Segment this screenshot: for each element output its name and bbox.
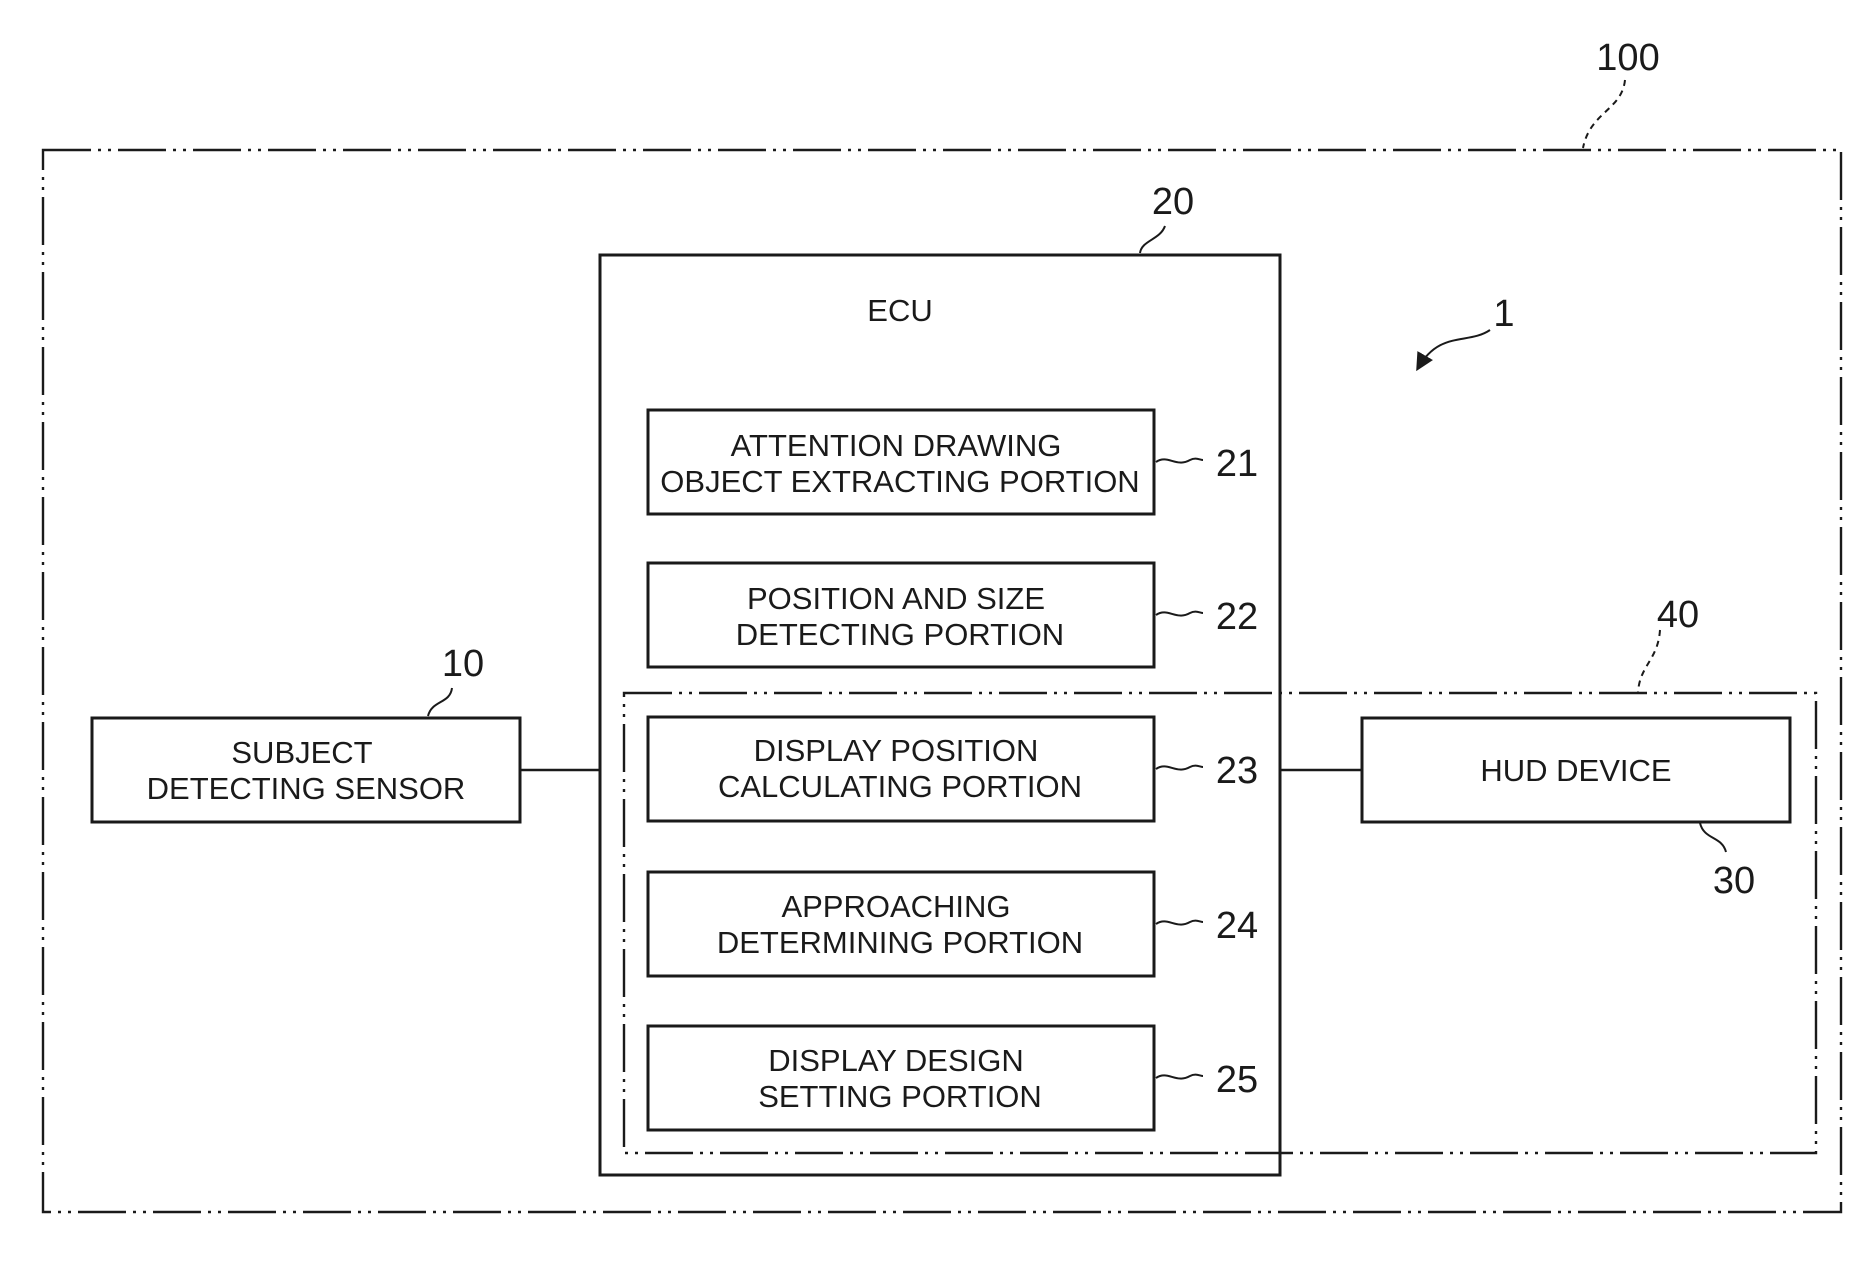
portion-23-line1: DISPLAY POSITION bbox=[754, 733, 1039, 768]
device-ref-label: 1 bbox=[1493, 293, 1514, 335]
hud-group-ref-leader bbox=[1638, 630, 1660, 692]
portion-21-ref-label: 21 bbox=[1216, 443, 1258, 485]
portion-25-ref-label: 25 bbox=[1216, 1059, 1258, 1101]
sensor-box bbox=[92, 718, 520, 822]
hud-label: HUD DEVICE bbox=[1480, 753, 1671, 788]
ecu-ref-label: 20 bbox=[1152, 181, 1194, 223]
portion-22-ref-label: 22 bbox=[1216, 596, 1258, 638]
portion-24-ref-label: 24 bbox=[1216, 905, 1258, 947]
system-ref-label: 100 bbox=[1596, 37, 1659, 79]
sensor-line2: DETECTING SENSOR bbox=[147, 771, 466, 806]
hud-ref-label: 30 bbox=[1713, 860, 1755, 902]
sensor-ref-label: 10 bbox=[442, 643, 484, 685]
portion-21-line2: OBJECT EXTRACTING PORTION bbox=[660, 464, 1139, 499]
hud-ref-leader bbox=[1700, 823, 1726, 852]
device-ref-arrow bbox=[1418, 330, 1490, 368]
system-ref-leader bbox=[1583, 80, 1625, 148]
portion-24-line1: APPROACHING bbox=[781, 889, 1010, 924]
portion-22-line1: POSITION AND SIZE bbox=[747, 581, 1045, 616]
portion-23-line2: CALCULATING PORTION bbox=[718, 769, 1082, 804]
portion-25-line2: SETTING PORTION bbox=[758, 1079, 1042, 1114]
portion-23-ref-label: 23 bbox=[1216, 750, 1258, 792]
sensor-ref-leader bbox=[428, 688, 452, 716]
ecu-ref-leader bbox=[1140, 226, 1165, 253]
hud-group-ref-label: 40 bbox=[1657, 594, 1699, 636]
portion-box-25 bbox=[648, 1026, 1154, 1130]
portion-25-line1: DISPLAY DESIGN bbox=[768, 1043, 1024, 1078]
portion-22-line2: DETECTING PORTION bbox=[736, 617, 1064, 652]
portion-box-24 bbox=[648, 872, 1154, 976]
portion-21-line1: ATTENTION DRAWING bbox=[731, 428, 1062, 463]
portion-24-line2: DETERMINING PORTION bbox=[717, 925, 1083, 960]
sensor-line1: SUBJECT bbox=[231, 735, 372, 770]
ecu-title: ECU bbox=[867, 293, 932, 328]
